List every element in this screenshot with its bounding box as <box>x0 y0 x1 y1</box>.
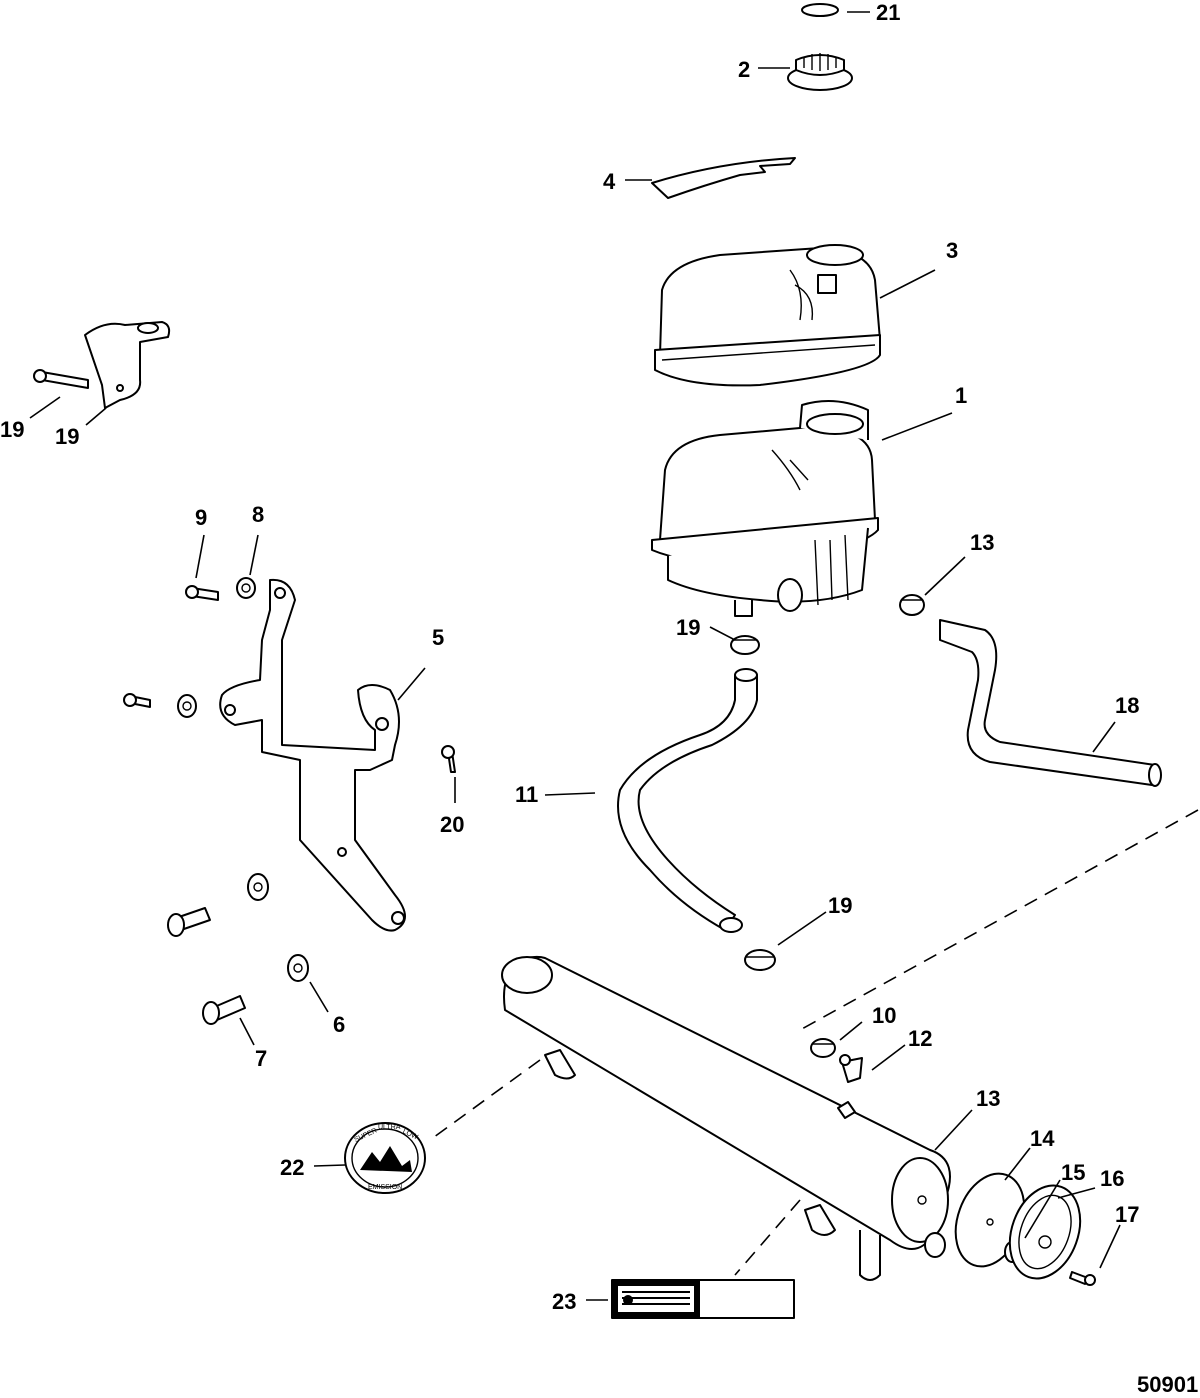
callout-7: 7 <box>255 1046 267 1071</box>
callout-5: 5 <box>432 625 444 650</box>
callout-22: 20 <box>440 812 464 837</box>
callout-19-lower: 19 <box>828 893 852 918</box>
callout-2: 2 <box>738 57 750 82</box>
part-21-bolt <box>33 369 89 389</box>
part-11-hose <box>617 668 758 933</box>
part-18-hose <box>939 619 1162 787</box>
part-23-o-ring <box>801 3 839 17</box>
callout-4: 4 <box>603 169 616 194</box>
part-16-end-cover <box>1008 1184 1082 1280</box>
part-12-fitting <box>839 1054 863 1083</box>
part-2-cap <box>787 53 853 91</box>
part-24-emission-decal: SUPER ULTRA LOW EMISSION <box>344 1122 426 1194</box>
part-19-clamp-lower <box>744 949 776 971</box>
part-20-bracket <box>84 321 171 409</box>
part-6-washer <box>287 954 309 982</box>
part-10-clamp <box>810 1038 836 1058</box>
decal-24-text-2: ULTRA <box>378 1124 401 1131</box>
callout-24: 22 <box>280 1155 304 1180</box>
callout-3: 3 <box>946 238 958 263</box>
callout-18: 18 <box>1115 693 1139 718</box>
callout-25: 23 <box>552 1289 576 1314</box>
part-17-screw <box>1069 1271 1096 1286</box>
callout-14: 14 <box>1030 1126 1055 1151</box>
bolt-left-mid <box>123 693 151 708</box>
leader-lines <box>29 11 1121 1301</box>
heat-exchanger <box>501 955 951 1281</box>
callout-17: 17 <box>1115 1202 1139 1227</box>
bolt-upper <box>167 907 211 937</box>
callout-12: 12 <box>908 1026 932 1051</box>
part-25-label <box>611 1279 795 1319</box>
part-7-bolt <box>202 995 246 1025</box>
callout-15: 15 <box>1061 1160 1085 1185</box>
callout-1: 1 <box>955 383 967 408</box>
callout-6: 6 <box>333 1012 345 1037</box>
part-1-reservoir <box>651 400 879 617</box>
part-8-nut <box>236 577 256 599</box>
part-22-bolt <box>441 745 456 773</box>
part-9-bolt <box>185 585 219 601</box>
callout-8: 8 <box>252 502 264 527</box>
washer-upper <box>247 873 269 901</box>
dashed-lines <box>429 809 1199 1276</box>
decal-24-text-4: EMISSION <box>368 1184 402 1191</box>
nut-left-mid <box>177 694 197 718</box>
part-4-strip <box>651 157 796 199</box>
callout-21: 19 <box>0 417 24 442</box>
part-13-clamp-upper <box>899 594 925 616</box>
part-3-reservoir-cover <box>654 244 881 387</box>
callout-11: 11 <box>515 782 538 807</box>
part-19-clamp-upper <box>730 635 760 655</box>
callout-9: 9 <box>195 505 207 530</box>
drawing-number: 50901 <box>1137 1372 1198 1397</box>
callout-13-upper: 13 <box>970 530 994 555</box>
callout-10: 10 <box>872 1003 896 1028</box>
callout-20: 19 <box>55 424 79 449</box>
callout-23: 21 <box>876 0 900 25</box>
callout-13-lower: 13 <box>976 1086 1000 1111</box>
part-5-bracket <box>219 578 406 932</box>
callout-16: 16 <box>1100 1166 1124 1191</box>
callout-19-upper: 19 <box>676 615 700 640</box>
